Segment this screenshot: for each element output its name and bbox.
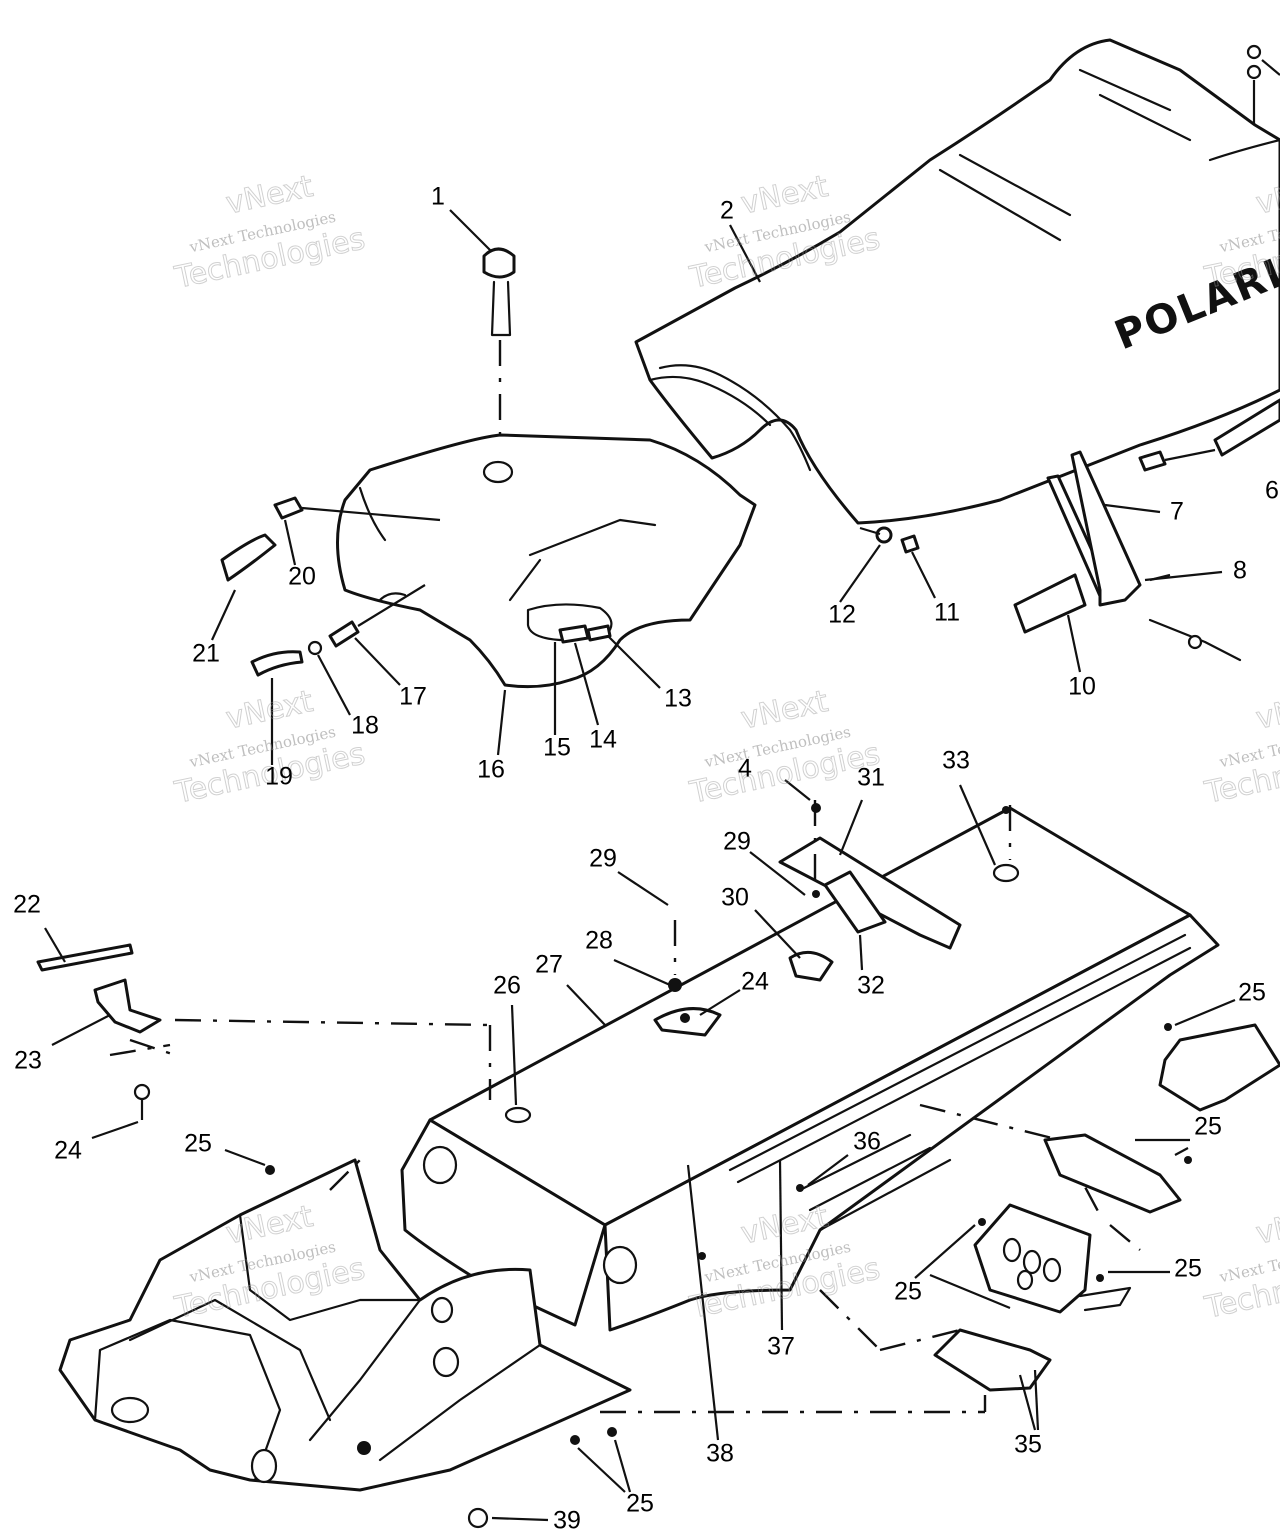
watermark-big-line-1: vNext: [1253, 1199, 1280, 1252]
callout-23: 23: [14, 1047, 42, 1075]
fuel-line-fitting: [250, 584, 426, 677]
callout-17: 17: [399, 683, 427, 711]
callout-24: 24: [54, 1137, 82, 1165]
callout-37: 37: [767, 1333, 795, 1361]
top-right-fastener: [1246, 44, 1280, 125]
callout-20: 20: [288, 563, 316, 591]
callout-8: 8: [1233, 557, 1247, 585]
callout-26: 26: [493, 972, 521, 1000]
callout-25: 25: [1194, 1113, 1222, 1141]
callout-22: 22: [13, 891, 41, 919]
callout-27: 27: [535, 951, 563, 979]
seat-assembly: POLARIS: [634, 38, 1280, 525]
callout-1: 1: [431, 183, 445, 211]
seat-strap: [1013, 450, 1242, 662]
callout-4: 4: [738, 755, 752, 783]
callout-39: 39: [553, 1507, 581, 1535]
bracket-and-tie: [36, 943, 162, 1120]
watermark-big-line-1: vNext: [1253, 684, 1280, 737]
callout-33: 33: [942, 747, 970, 775]
hardware-dots: [265, 803, 1192, 1529]
chassis-frame: [58, 800, 1220, 1492]
callout-25: 25: [1238, 979, 1266, 1007]
fuel-cap: [482, 247, 516, 460]
callout-32: 32: [857, 972, 885, 1000]
callout-36: 36: [853, 1128, 881, 1156]
fuel-tank: [336, 433, 757, 689]
callout-31: 31: [857, 764, 885, 792]
footrest-brackets: [933, 1023, 1280, 1392]
callout-16: 16: [477, 756, 505, 784]
callout-21: 21: [192, 640, 220, 668]
callout-19: 19: [265, 763, 293, 791]
vent-fitting-and-hose: [220, 496, 441, 582]
callout-13: 13: [664, 685, 692, 713]
callout-30: 30: [721, 884, 749, 912]
fuel-pump-fitting: [558, 624, 612, 644]
cable: [1138, 398, 1280, 472]
callout-25: 25: [1174, 1255, 1202, 1283]
callout-29: 29: [589, 845, 617, 873]
callout-18: 18: [351, 712, 379, 740]
callout-28: 28: [585, 927, 613, 955]
callout-7: 7: [1170, 498, 1184, 526]
callout-11: 11: [934, 599, 960, 627]
callout-35: 35: [1014, 1431, 1042, 1459]
callout-24: 24: [741, 968, 769, 996]
leader-lines: [44, 209, 1236, 1522]
callout-10: 10: [1068, 673, 1096, 701]
callout-6: 6: [1265, 477, 1279, 505]
callout-12: 12: [828, 601, 856, 629]
callout-15: 15: [543, 734, 571, 762]
callout-2: 2: [720, 197, 734, 225]
callout-38: 38: [706, 1440, 734, 1468]
callout-25: 25: [626, 1490, 654, 1518]
callout-14: 14: [589, 726, 617, 754]
seat-fasteners: [859, 526, 920, 554]
callout-29: 29: [723, 828, 751, 856]
callout-25: 25: [894, 1278, 922, 1306]
callout-25: 25: [184, 1130, 212, 1158]
